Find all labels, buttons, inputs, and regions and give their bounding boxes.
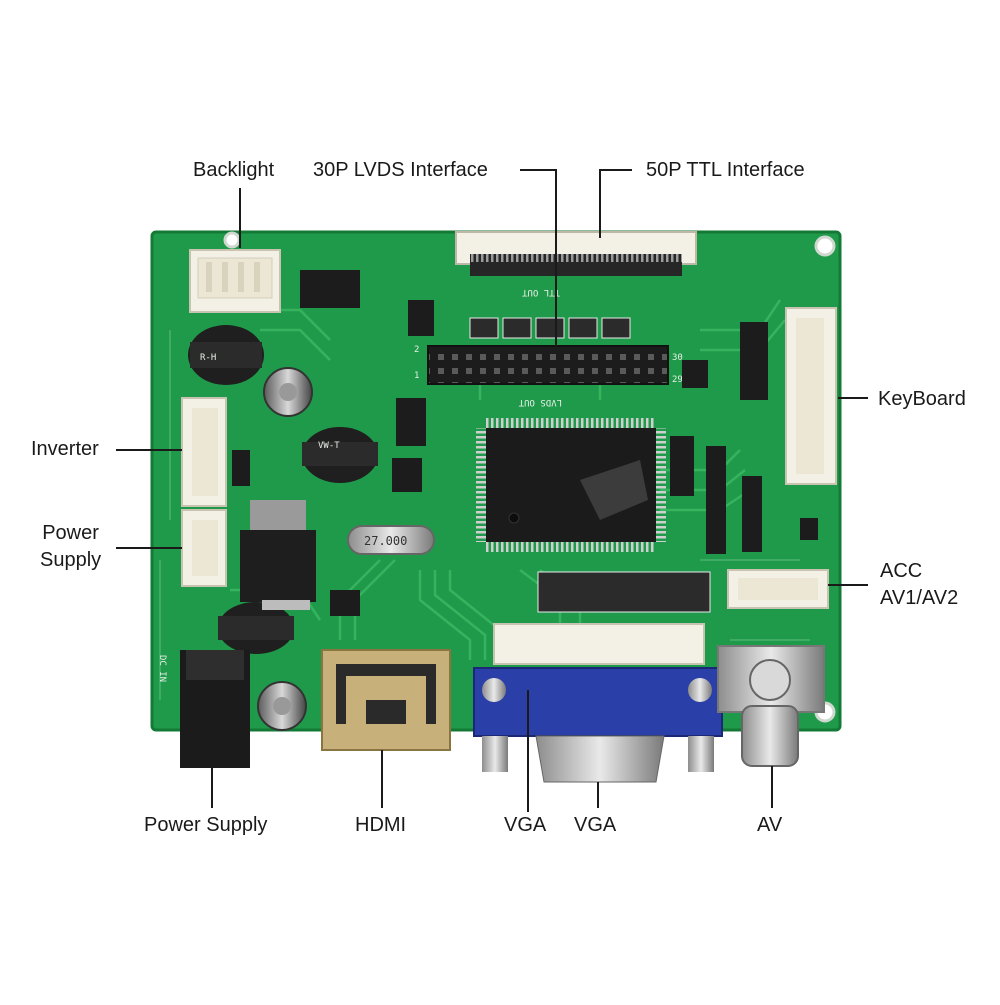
- hdmi-connector: [321, 649, 451, 751]
- ttl-fpc-connector: [455, 231, 697, 276]
- dc-jack: [180, 650, 250, 768]
- inverter-label: Inverter: [31, 438, 99, 460]
- pin-1-silk: 1: [414, 371, 419, 381]
- power-supply-bottom-label: Power Supply: [144, 814, 268, 836]
- pin-29-silk: 29: [672, 375, 683, 385]
- smd-components: [232, 270, 818, 616]
- vga-header-connector: [493, 623, 705, 665]
- power-supply-connector-left: [181, 509, 227, 587]
- capacitor-bottom: [257, 681, 307, 731]
- ttl-out-silk: TTL OUT: [521, 287, 560, 297]
- av-rca-connector: [717, 645, 825, 767]
- pin-2-silk: 2: [414, 345, 419, 355]
- lvds-out-silk: LVDS OUT: [518, 397, 562, 407]
- callout-lines: [116, 169, 868, 812]
- vga-label-2: VGA: [574, 814, 617, 836]
- lvds-header: [427, 345, 669, 385]
- inverter-connector: [181, 397, 227, 507]
- resistor-array-bottom: [537, 571, 711, 613]
- resistor-array-top: [469, 317, 631, 339]
- acc-av-label: ACC AV1/AV2: [880, 560, 959, 609]
- backlight-label: Backlight: [193, 159, 275, 181]
- ttl-interface-label: 50P TTL Interface: [646, 159, 805, 181]
- voltage-regulator: [240, 500, 316, 610]
- inductor-center: VW-T: [302, 427, 378, 483]
- crystal-oscillator: 27.000: [347, 525, 435, 555]
- crystal-silk: 27.000: [364, 534, 407, 548]
- lvds-interface-label: 30P LVDS Interface: [313, 159, 488, 181]
- acc-connector: [727, 569, 829, 609]
- main-controller-chip: [476, 418, 666, 552]
- keyboard-connector: [785, 307, 837, 485]
- dc-in-silk: DC IN: [157, 655, 167, 682]
- vga-label-1: VGA: [504, 814, 547, 836]
- inductor-bottom-left: [218, 602, 294, 654]
- mount-hole-tl: [223, 231, 241, 249]
- inductor-top-left: R-H: [188, 325, 264, 385]
- mount-hole-tr: [814, 235, 836, 257]
- power-supply-left-label: Power Supply: [40, 522, 102, 571]
- inductor-1-silk: R-H: [200, 353, 216, 363]
- inductor-2-silk: VW-T: [318, 441, 340, 451]
- backlight-connector: [189, 249, 281, 313]
- keyboard-label: KeyBoard: [878, 388, 966, 410]
- capacitor-top: [263, 367, 313, 417]
- pin-30-silk: 30: [672, 353, 683, 363]
- av-label: AV: [757, 814, 783, 836]
- hdmi-label: HDMI: [355, 814, 407, 836]
- vga-dsub-connector: [473, 667, 723, 783]
